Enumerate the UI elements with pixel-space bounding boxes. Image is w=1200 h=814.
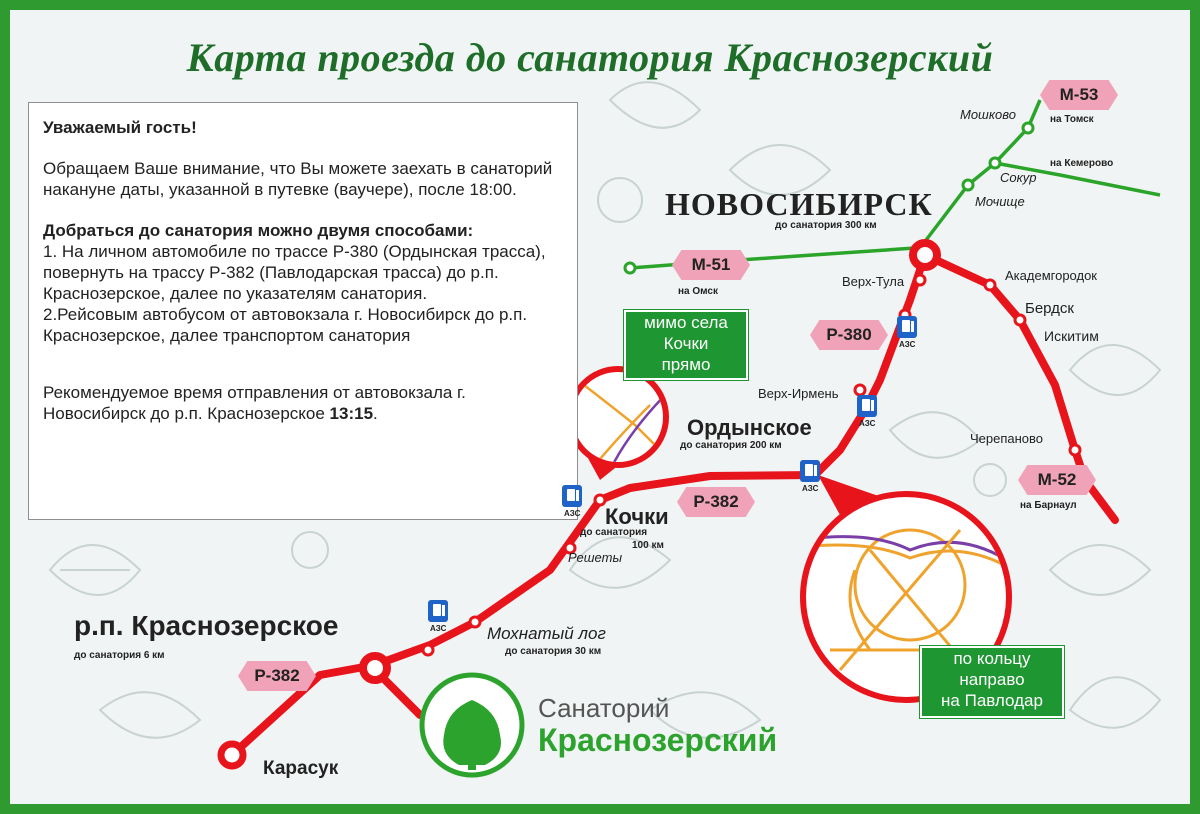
place-akademgorodok: Академгородок (1005, 268, 1097, 283)
gas-station-icon (562, 485, 582, 507)
direction-kemerovo: на Кемерово (1050, 158, 1114, 169)
notice-way-car: 1. На личном автомобиле по трассе Р-380 … (43, 242, 546, 303)
krasnozerskoe-ring (359, 652, 391, 684)
badge-r382-left: Р-382 (238, 661, 316, 691)
notice-greeting: Уважаемый гость! (43, 118, 197, 137)
secondary-road-stops (623, 121, 1035, 275)
badge-m53: М-53 (1040, 80, 1118, 110)
city-kochki: Кочки (605, 504, 669, 529)
map-frame: Карта проезда до санатория Краснозерский… (10, 10, 1190, 804)
callout-kochki-straight: мимо села Кочки прямо (624, 310, 748, 380)
city-rings (217, 239, 941, 770)
kochki-distance-2: 100 км (632, 540, 664, 551)
place-cherepanovo: Черепаново (970, 431, 1044, 446)
place-reshety: Решеты (568, 550, 623, 565)
direction-omsk: на Омск (678, 286, 718, 297)
place-mokhnaty-log: Мохнатый лог (487, 624, 606, 643)
notice-ways-heading: Добраться до санатория можно двумя спосо… (43, 221, 474, 240)
city-karasuk: Карасук (263, 758, 339, 779)
brand-name: Краснозерский (538, 722, 778, 758)
city-krasnozerskoe: р.п. Краснозерское (74, 610, 339, 641)
notice-intro: Обращаем Ваше внимание, что Вы можете за… (43, 159, 553, 199)
ordynskoe-distance: до санатория 200 км (680, 440, 782, 451)
direction-barnaul: на Барнаул (1020, 500, 1077, 511)
place-sokur: Сокур (1000, 170, 1037, 185)
badge-r380: Р-380 (810, 320, 888, 350)
departure-time: 13:15 (329, 404, 374, 423)
callout-roundabout: по кольцу направо на Павлодар (920, 646, 1064, 718)
place-berdsk: Бердск (1025, 300, 1074, 317)
novosibirsk-distance: до санатория 300 км (775, 220, 877, 231)
city-ordynskoe: Ордынское (687, 415, 812, 440)
mokhnaty-distance: до санатория 30 км (505, 646, 602, 657)
gas-station-icon (897, 316, 917, 338)
city-novosibirsk: НОВОСИБИРСК (665, 186, 933, 222)
badge-m51: М-51 (672, 250, 750, 280)
guest-notice: Уважаемый гость! Обращаем Ваше внимание,… (28, 102, 578, 520)
kochki-zoom-callout (567, 366, 669, 480)
sanatorium-tree-logo (419, 672, 525, 778)
novosibirsk-ring (909, 239, 941, 271)
place-mochische: Мочище (975, 194, 1025, 209)
gas-station-icon (800, 460, 820, 482)
kochki-distance-1: до санатория (580, 527, 648, 538)
badge-r382-mid: Р-382 (677, 487, 755, 517)
map-title: Карта проезда до санатория Краснозерский (186, 35, 994, 80)
place-verkh-tula: Верх-Тула (842, 274, 905, 289)
place-verkh-irmen: Верх-Ирмень (758, 386, 839, 401)
karasuk-ring (217, 740, 247, 770)
brand-prefix: Санаторий (538, 693, 670, 723)
gas-station-icon (428, 600, 448, 622)
notice-way-bus: 2.Рейсовым автобусом от автовокзала г. Н… (43, 305, 528, 345)
badge-m52: М-52 (1018, 465, 1096, 495)
place-iskitim: Искитим (1044, 328, 1099, 344)
leaf-background (48, 81, 1162, 739)
krasnozerskoe-distance: до санатория 6 км (74, 650, 165, 661)
notice-recommendation: Рекомендуемое время отправления от автов… (43, 383, 466, 423)
place-moshkovo: Мошково (960, 107, 1016, 122)
secondary-roads (629, 99, 1161, 270)
gas-station-icon (857, 395, 877, 417)
direction-tomsk: на Томск (1050, 114, 1094, 125)
